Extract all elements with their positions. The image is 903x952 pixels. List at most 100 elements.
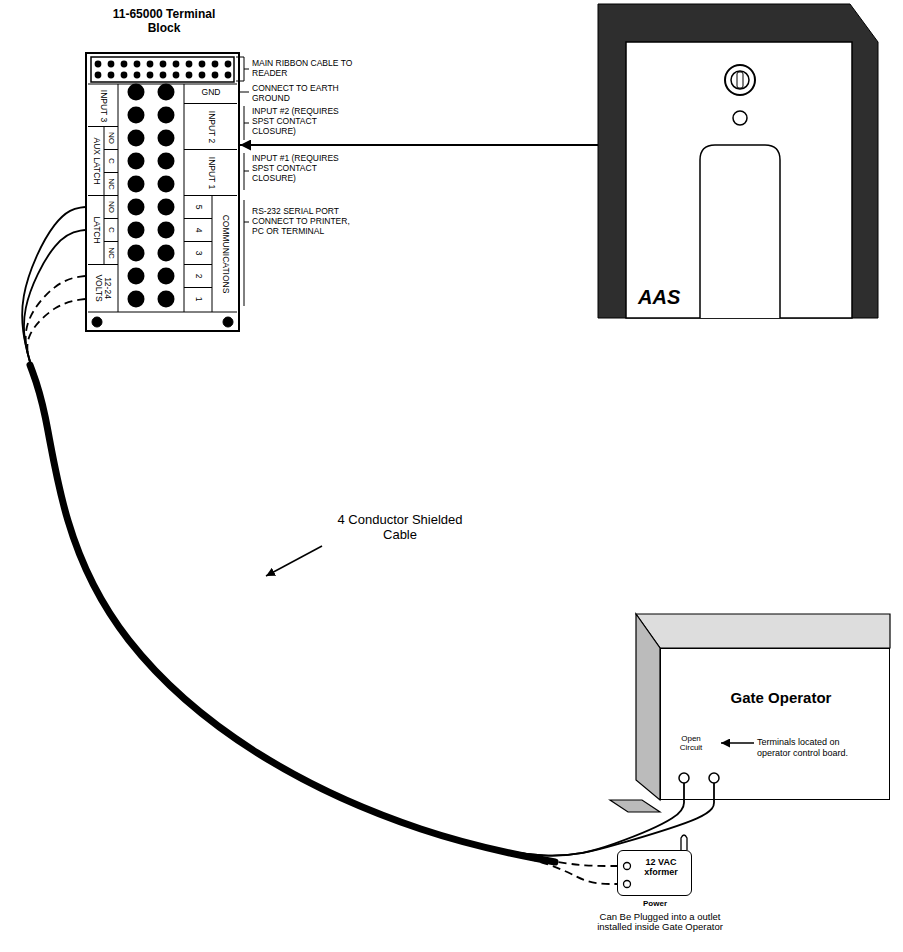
- gate-operator-housing: [683, 783, 685, 800]
- ribbon-header-pin: [212, 61, 219, 68]
- screw-terminal: [158, 153, 175, 170]
- terminal-block-body: [184, 287, 212, 288]
- terminal-label: INPUT 2: [206, 110, 215, 144]
- brand-logo: AAS: [638, 286, 708, 309]
- terminal-block-body: [184, 84, 185, 312]
- reader-housing: [700, 145, 780, 318]
- terminal-label: NO: [107, 132, 116, 144]
- power-wire: [26, 276, 617, 866]
- transformer-body: [617, 835, 691, 896]
- ribbon-header-pin: [199, 72, 206, 79]
- terminal-block-body: [88, 195, 118, 196]
- callout-note: CONNECT TO EARTH GROUND: [252, 83, 356, 103]
- reader-housing: [733, 111, 747, 125]
- callout-note: INPUT #1 (REQUIRES SPST CONTACT CLOSURE): [252, 153, 356, 183]
- transformer: 12 VAC xformerPower: [617, 850, 692, 896]
- terminal-block-body: [118, 84, 119, 312]
- note-bracket: [244, 200, 249, 306]
- terminal-label: NO: [107, 201, 116, 213]
- reader-housing: [737, 72, 743, 88]
- note-bracket: [236, 57, 249, 306]
- box-caption: Power: [618, 899, 692, 908]
- pin-number: 1: [193, 297, 202, 302]
- gate-operator: Gate OperatorOpen Circuit: [660, 648, 890, 800]
- card-reader: AAS: [598, 4, 878, 318]
- cable-wire: [27, 299, 617, 884]
- screw-terminal: [128, 84, 175, 308]
- gate-operator-housing: [610, 614, 890, 812]
- terminal-block-body: [184, 149, 237, 150]
- screw-terminal: [158, 291, 175, 308]
- gate-operator-housing: [679, 773, 689, 783]
- ribbon-header-pin: [173, 72, 180, 79]
- callout-note: MAIN RIBBON CABLE TO READER: [252, 58, 356, 78]
- terminal-block-body: [223, 317, 233, 327]
- note-bracket: [236, 57, 249, 81]
- gate-operator-housing: [713, 783, 715, 800]
- ribbon-header-pin: [186, 72, 193, 79]
- screw-terminal: [128, 153, 145, 170]
- terminal-block-body: [184, 241, 212, 242]
- gate-operator-housing: [636, 614, 890, 648]
- screw-terminal: [128, 130, 145, 147]
- leader-arrow: [721, 742, 754, 744]
- shielded-cable: [30, 365, 555, 862]
- terminal-block-body: [88, 264, 118, 265]
- terminal-label: C: [107, 158, 116, 164]
- terminal-label: C: [107, 227, 116, 233]
- gate-operator-housing: [610, 800, 660, 812]
- terminal-label: 12-24 VOLTS: [94, 268, 113, 308]
- gate-operator-housing: [660, 648, 890, 800]
- screw-terminal: [158, 130, 175, 147]
- ribbon-header-pin: [121, 72, 128, 79]
- cable-wire: [24, 230, 714, 856]
- ribbon-header-pin: [95, 61, 232, 79]
- callout-note: INPUT #2 (REQUIRES SPST CONTACT CLOSURE): [252, 106, 356, 136]
- ribbon-header-pin: [108, 72, 115, 79]
- screw-terminal: [128, 245, 145, 262]
- terminal-label: COMMUNICATIONS: [220, 215, 229, 294]
- pin-number: 4: [193, 228, 202, 233]
- ribbon-header-pin: [134, 61, 141, 68]
- screw-terminal: [158, 84, 175, 101]
- ribbon-header-pin: [199, 61, 206, 68]
- terminal-label: LATCH: [91, 216, 100, 243]
- terminal-label: GND: [202, 88, 221, 97]
- terminal-block-body: [88, 126, 118, 127]
- screw-terminal: [128, 176, 145, 193]
- ribbon-header-pin: [95, 72, 102, 79]
- leader-arrow: [266, 546, 322, 576]
- cable-label: 4 Conductor Shielded Cable: [325, 512, 475, 542]
- terminal-block-body: [184, 218, 212, 219]
- reader-housing: [731, 71, 749, 89]
- reader-housing: [598, 4, 878, 318]
- ribbon-header-pin: [160, 72, 167, 79]
- terminal-label: AUX LATCH: [91, 137, 100, 184]
- terminal-block-body: [92, 317, 102, 327]
- screw-terminal: [158, 245, 175, 262]
- transformer-body: [617, 850, 691, 896]
- note-bracket: [244, 106, 249, 140]
- pin-number: 3: [193, 251, 202, 256]
- transformer-body: [681, 835, 687, 850]
- screw-terminal: [128, 291, 145, 308]
- ribbon-header-pin: [147, 72, 154, 79]
- terminal-label: INPUT 3: [98, 89, 107, 123]
- terminal-block-body: [184, 264, 212, 265]
- gate-operator-housing: [636, 614, 660, 800]
- reader-housing: [598, 4, 878, 318]
- terminal-block-body: [104, 218, 118, 219]
- terminal-block-body: [104, 149, 118, 150]
- reader-housing: [725, 65, 755, 95]
- ribbon-header-pin: [160, 61, 167, 68]
- callout-note: RS-232 SERIAL PORT CONNECT TO PRINTER, P…: [252, 206, 356, 236]
- terminal-label: NC: [107, 247, 116, 259]
- terminal-label: NC: [107, 178, 116, 190]
- terminal-label: INPUT 1: [206, 156, 215, 190]
- screw-terminal: [128, 222, 145, 239]
- screw-terminal: [128, 199, 145, 216]
- reader-housing: [626, 42, 852, 318]
